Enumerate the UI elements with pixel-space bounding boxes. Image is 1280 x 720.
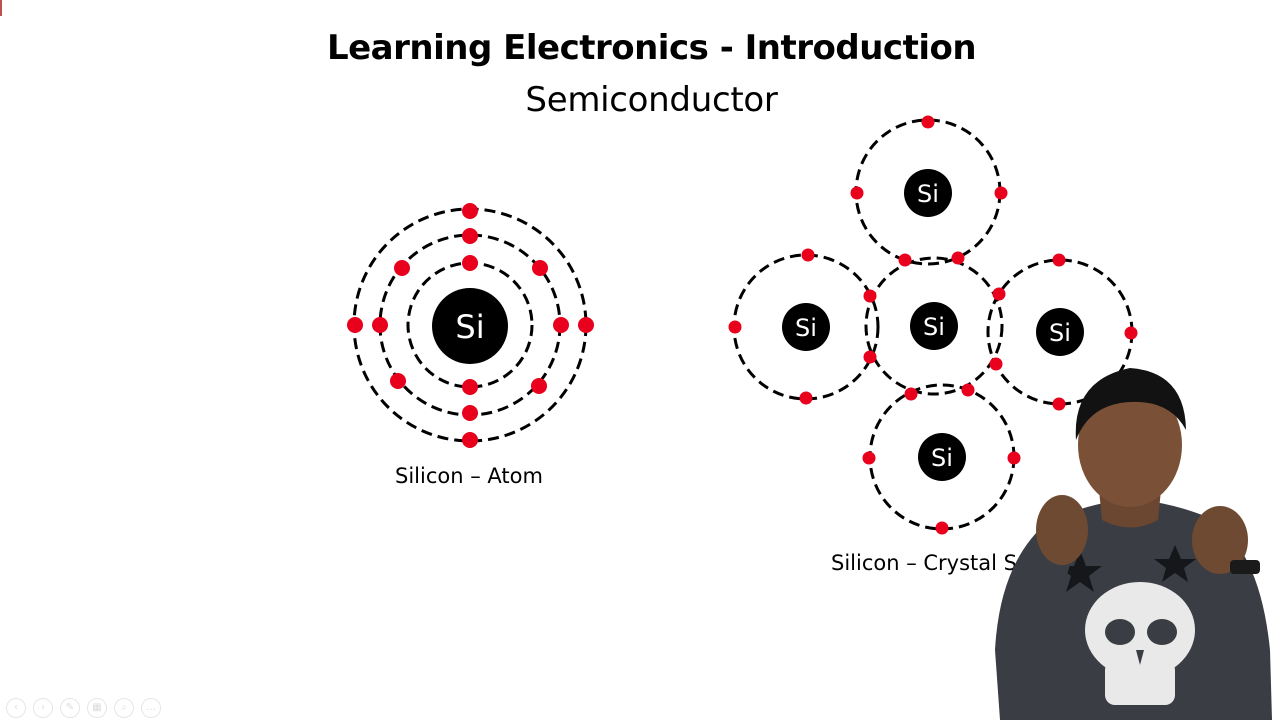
crystal-label-top: Si [917,180,939,208]
electron [532,260,548,276]
electron [862,451,876,465]
electron [394,260,410,276]
crystal-orbit-center [864,256,1004,396]
electron [1124,326,1138,340]
crystal-label-right: Si [1049,319,1071,347]
electron [578,317,594,333]
slideshow-toolbar: ‹ › ✎ ▦ ⌕ … [6,698,161,718]
atom-nucleus-label: Si [455,308,484,346]
presenter-left-hand [1036,495,1088,565]
presenter-watch [1230,560,1260,574]
crystal-nucleus-top [904,169,952,217]
presenter-hair [1075,368,1186,440]
next-icon[interactable]: › [33,698,53,718]
electron [994,186,1008,200]
electron [1052,253,1066,267]
crystal-nuclei [782,169,1084,481]
electron [992,287,1006,301]
atom-caption: Silicon – Atom [395,464,543,488]
electron [904,387,918,401]
shirt-stars [1058,545,1196,592]
crystal-caption: Silicon – Crystal S [831,551,1017,575]
crystal-nucleus-left [782,303,830,351]
atom-electrons [347,203,594,448]
electron [462,379,478,395]
crystal-label-bottom: Si [931,444,953,472]
pen-icon[interactable]: ✎ [60,698,80,718]
electron [462,405,478,421]
presenter-face [1078,383,1182,507]
presenter-right-arm [1212,550,1268,705]
electron [390,373,406,389]
electron [863,350,877,364]
zoom-icon[interactable]: ⌕ [114,698,134,718]
electron [863,289,877,303]
slide-title: Learning Electronics - Introduction [326,28,977,68]
electron [462,255,478,271]
atom-nucleus [432,288,508,364]
electron [462,432,478,448]
corner-mark [0,0,2,16]
electron [898,253,912,267]
shirt-skull-print [1085,582,1195,705]
electron [989,357,1003,371]
silicon-crystal: Si Si Si Si Si [728,115,1138,535]
electron [347,317,363,333]
electron [531,378,547,394]
electron [1052,397,1066,411]
electron [372,317,388,333]
silicon-atom: Si [347,203,594,448]
electron [462,228,478,244]
slide-subtitle: Semiconductor [525,80,778,120]
crystal-labels: Si Si Si Si Si [795,180,1071,472]
electron [921,115,935,129]
crystal-nucleus-bottom [918,433,966,481]
presenter-image [995,368,1272,720]
prev-icon[interactable]: ‹ [6,698,26,718]
presenter-left-arm [997,530,1080,705]
crystal-nucleus-center [910,302,958,350]
electron [801,248,815,262]
crystal-nucleus-right [1036,308,1084,356]
slides-icon[interactable]: ▦ [87,698,107,718]
crystal-label-center: Si [923,313,945,341]
electron [799,391,813,405]
electron [961,383,975,397]
electron [553,317,569,333]
electron [1007,451,1021,465]
electron [935,521,949,535]
electron [850,186,864,200]
more-icon[interactable]: … [141,698,161,718]
crystal-label-left: Si [795,314,817,342]
electron [951,251,965,265]
crystal-electrons [728,115,1138,535]
electron [728,320,742,334]
electron [462,203,478,219]
presenter-right-hand [1192,506,1248,574]
